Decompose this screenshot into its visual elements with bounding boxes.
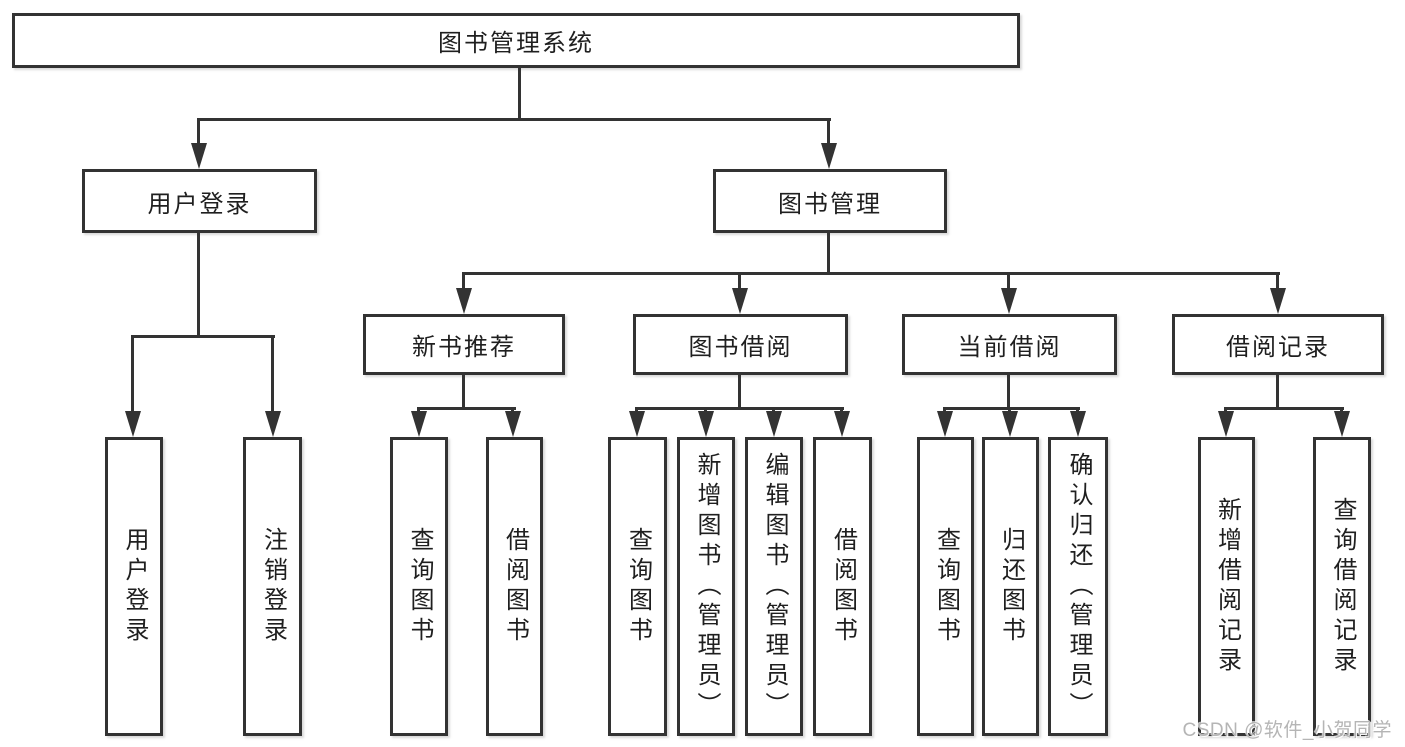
leaf-label: 借阅图书 bbox=[501, 526, 529, 647]
arrowhead-leaf bbox=[937, 411, 953, 437]
leaf-label: 归还图书 bbox=[997, 526, 1025, 647]
leaf-label: 借阅图书 bbox=[829, 526, 857, 647]
leaf-query-books-current: 查询图书 bbox=[917, 437, 974, 736]
leaf-label: 编辑图书（管理员） bbox=[761, 451, 788, 722]
connector-user-login-rail bbox=[131, 335, 275, 338]
node-borrow-records: 借阅记录 bbox=[1172, 314, 1384, 375]
connector-level2-rail bbox=[197, 118, 831, 121]
connector-book-mgmt-stem bbox=[827, 233, 830, 272]
connector-borrow-records-stem bbox=[1276, 375, 1279, 407]
leaf-user-login: 用户登录 bbox=[105, 437, 163, 736]
connector-leaf-drop bbox=[943, 407, 946, 413]
arrowhead-leaf bbox=[1070, 411, 1086, 437]
connector-current-borrow-drop bbox=[1007, 272, 1010, 290]
leaf-logout: 注销登录 bbox=[243, 437, 302, 736]
leaf-query-books-newbook: 查询图书 bbox=[390, 437, 448, 736]
leaf-borrow-books-newbook: 借阅图书 bbox=[486, 437, 543, 736]
connector-current-borrow-rail bbox=[943, 407, 1080, 410]
arrowhead-leaf bbox=[698, 411, 714, 437]
connector-borrow-records-rail bbox=[1224, 407, 1344, 410]
connector-leaf-drop bbox=[511, 407, 514, 413]
connector-leaf-drop bbox=[1340, 407, 1343, 413]
node-root-library-system: 图书管理系统 bbox=[12, 13, 1020, 68]
connector-leaf-drop bbox=[772, 407, 775, 413]
connector-book-borrow-drop bbox=[738, 272, 741, 290]
connector-new-book-rail bbox=[417, 407, 516, 410]
node-label: 借阅记录 bbox=[1226, 334, 1330, 361]
leaf-label: 查询图书 bbox=[624, 526, 652, 647]
leaf-add-borrow-record: 新增借阅记录 bbox=[1198, 437, 1255, 736]
arrowhead-leaf bbox=[505, 411, 521, 437]
node-label: 图书管理 bbox=[778, 190, 882, 218]
leaf-add-book-admin: 新增图书（管理员） bbox=[677, 437, 735, 736]
connector-book-borrow-rail bbox=[635, 407, 844, 410]
arrowhead-leaf bbox=[1002, 411, 1018, 437]
connector-leaf-drop bbox=[1008, 407, 1011, 413]
leaf-query-books-borrow: 查询图书 bbox=[608, 437, 667, 736]
connector-leaf-drop bbox=[840, 407, 843, 413]
arrowhead-new-book bbox=[456, 288, 472, 314]
arrowhead-current-borrow bbox=[1001, 288, 1017, 314]
node-new-book-recommend: 新书推荐 bbox=[363, 314, 565, 375]
arrowhead-leaf bbox=[1334, 411, 1350, 437]
connector-current-borrow-stem bbox=[1007, 375, 1010, 407]
connector-new-book-stem bbox=[462, 375, 465, 407]
arrowhead-leaf bbox=[834, 411, 850, 437]
connector-leaf-logout-drop bbox=[271, 335, 274, 413]
node-book-borrow: 图书借阅 bbox=[633, 314, 848, 375]
connector-leaf-drop bbox=[1224, 407, 1227, 413]
arrowhead-leaf bbox=[1218, 411, 1234, 437]
connector-book-mgmt-drop bbox=[827, 118, 830, 145]
connector-user-login-drop bbox=[197, 118, 200, 145]
connector-leaf-drop bbox=[1076, 407, 1079, 413]
arrowhead-user-login bbox=[191, 143, 207, 169]
arrowhead-book-borrow bbox=[732, 288, 748, 314]
connector-leaf-drop bbox=[417, 407, 420, 413]
node-book-management: 图书管理 bbox=[713, 169, 947, 233]
leaf-label: 确认归还（管理员） bbox=[1065, 451, 1092, 722]
node-user-login: 用户登录 bbox=[82, 169, 317, 233]
leaf-label: 查询图书 bbox=[406, 526, 433, 647]
connector-book-borrow-stem bbox=[738, 375, 741, 407]
node-current-borrow: 当前借阅 bbox=[902, 314, 1117, 375]
leaf-label: 查询图书 bbox=[932, 526, 960, 647]
connector-root-stem bbox=[518, 68, 521, 118]
node-label: 新书推荐 bbox=[412, 334, 516, 361]
leaf-query-borrow-record: 查询借阅记录 bbox=[1313, 437, 1371, 736]
leaf-edit-book-admin: 编辑图书（管理员） bbox=[745, 437, 803, 736]
leaf-label: 查询借阅记录 bbox=[1329, 496, 1356, 677]
connector-new-book-drop bbox=[462, 272, 465, 290]
connector-borrow-records-drop bbox=[1276, 272, 1279, 290]
leaf-borrow-books-borrow: 借阅图书 bbox=[813, 437, 872, 736]
csdn-watermark: CSDN @软件_小贺同学 bbox=[1182, 720, 1392, 741]
arrowhead-book-mgmt bbox=[821, 143, 837, 169]
arrowhead-leaf bbox=[411, 411, 427, 437]
leaf-label: 新增图书（管理员） bbox=[693, 451, 720, 722]
arrowhead-borrow-records bbox=[1270, 288, 1286, 314]
arrowhead-leaf bbox=[629, 411, 645, 437]
node-label: 当前借阅 bbox=[957, 334, 1062, 361]
node-label: 用户登录 bbox=[147, 190, 252, 218]
arrowhead-leaf bbox=[766, 411, 782, 437]
leaf-label: 用户登录 bbox=[121, 526, 148, 647]
connector-level3-rail bbox=[462, 272, 1280, 275]
connector-leaf-drop bbox=[704, 407, 707, 413]
connector-leaf-drop bbox=[635, 407, 638, 413]
connector-user-login-stem bbox=[197, 233, 200, 335]
leaf-label: 新增借阅记录 bbox=[1213, 496, 1241, 677]
arrowhead-leaf-logout bbox=[265, 411, 281, 437]
leaf-confirm-return-admin: 确认归还（管理员） bbox=[1048, 437, 1108, 736]
leaf-label: 注销登录 bbox=[259, 526, 287, 647]
connector-leaf-login-drop bbox=[131, 335, 134, 413]
node-label: 图书管理系统 bbox=[438, 30, 594, 57]
node-label: 图书借阅 bbox=[688, 334, 793, 361]
arrowhead-leaf-login bbox=[125, 411, 141, 437]
leaf-return-books: 归还图书 bbox=[982, 437, 1039, 736]
